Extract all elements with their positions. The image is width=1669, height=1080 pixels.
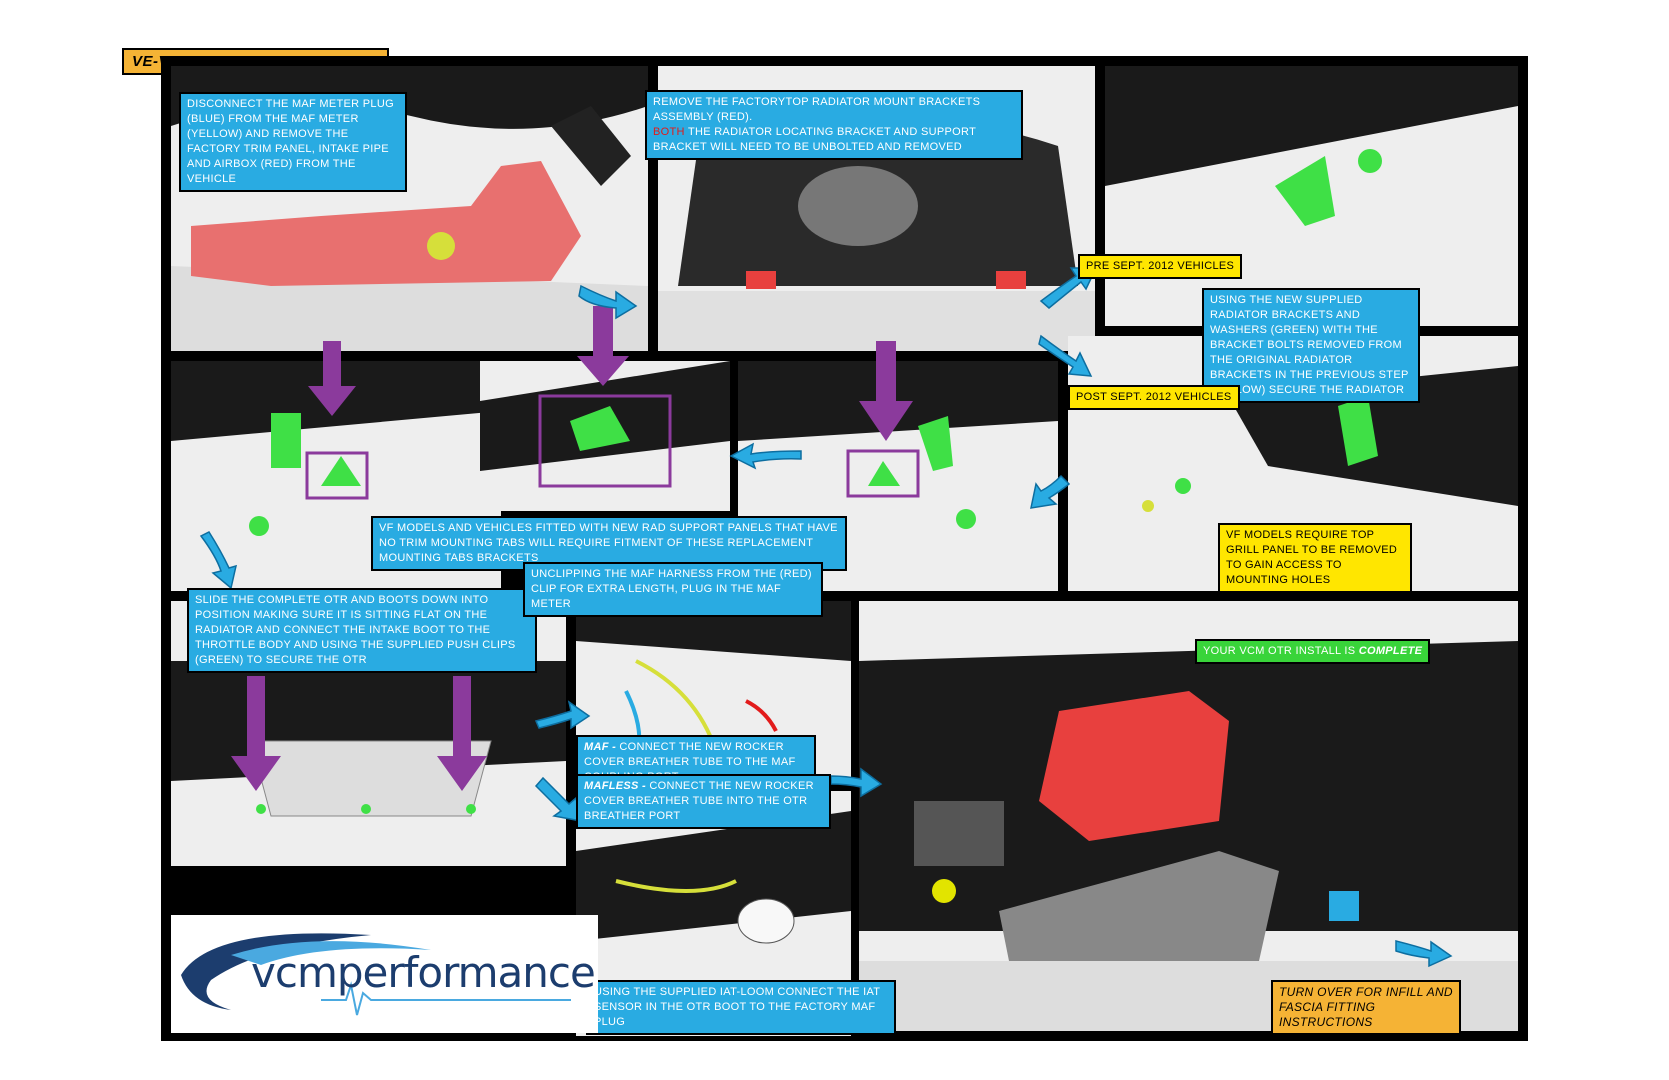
engine-bay-photo xyxy=(171,66,648,351)
caption-mafless-label: MAFLESS - xyxy=(584,780,646,792)
caption-mafless: MAFLESS - Connect the new rocker cover b… xyxy=(576,774,831,829)
label-complete-prefix: YOUR VCM OTR INSTALL IS xyxy=(1203,645,1356,657)
instruction-sheet: Disconnect the MAF meter plug (blue) fro… xyxy=(161,56,1528,1041)
caption-vf-grill: VF models require top grill panel to be … xyxy=(1218,523,1412,593)
label-post-sept: POST SEPT. 2012 VEHICLES xyxy=(1068,385,1240,410)
logo-swoosh-icon xyxy=(181,933,571,1016)
airbox-highlight xyxy=(191,161,581,286)
label-install-complete: YOUR VCM OTR INSTALL IS COMPLETE xyxy=(1195,639,1431,664)
photo-panel-complete xyxy=(859,601,1518,1031)
purple-arrow-icons xyxy=(231,306,913,791)
caption-step1: Disconnect the MAF meter plug (blue) fro… xyxy=(179,92,407,192)
completed-install-photo xyxy=(859,601,1518,1031)
otr-highlight xyxy=(999,851,1279,961)
green-washer-highlight xyxy=(1358,149,1382,173)
maf-meter-highlight xyxy=(427,232,455,260)
caption-iat-loom: Using the supplied IAT-Loom connect the … xyxy=(586,980,896,1035)
caption-turn-over: TURN OVER FOR INFILL AND FASCIA FITTING … xyxy=(1271,980,1461,1035)
rocker-cover-highlight xyxy=(1039,691,1229,841)
logo-wordmark: vcmperformance xyxy=(251,948,596,997)
photo-panel-tabs-center xyxy=(480,361,730,511)
label-pre-sept: PRE SEPT. 2012 VEHICLES xyxy=(1078,254,1243,279)
bracket-highlight-right xyxy=(996,271,1026,289)
green-bracket-highlight xyxy=(1275,156,1335,226)
caption-step2-b: the radiator locating bracket and suppor… xyxy=(653,126,976,153)
photo-panel-pre-sept xyxy=(1105,66,1518,326)
label-complete-word: COMPLETE xyxy=(1358,645,1423,657)
caption-mafless-text: Connect the new rocker cover breather tu… xyxy=(584,780,814,822)
caption-step2-a: Remove the factorytop radiator mount bra… xyxy=(653,96,981,123)
caption-step2: Remove the factorytop radiator mount bra… xyxy=(645,90,1023,160)
bracket-highlight-left xyxy=(746,271,776,289)
vcm-performance-logo: vcmperformance xyxy=(171,915,598,1033)
pre-sept-bracket-photo xyxy=(1105,66,1518,326)
mounting-tab-center-photo xyxy=(480,361,730,511)
caption-slide-otr: Slide the complete OTR and boots down in… xyxy=(187,588,537,673)
caption-step2-both: Both xyxy=(653,126,685,138)
caption-maf-label: MAF - xyxy=(584,741,617,753)
caption-unclip-maf: Unclipping the MAF harness from the (red… xyxy=(523,562,823,617)
caption-new-brackets: Using the new supplied radiator brackets… xyxy=(1202,288,1420,403)
